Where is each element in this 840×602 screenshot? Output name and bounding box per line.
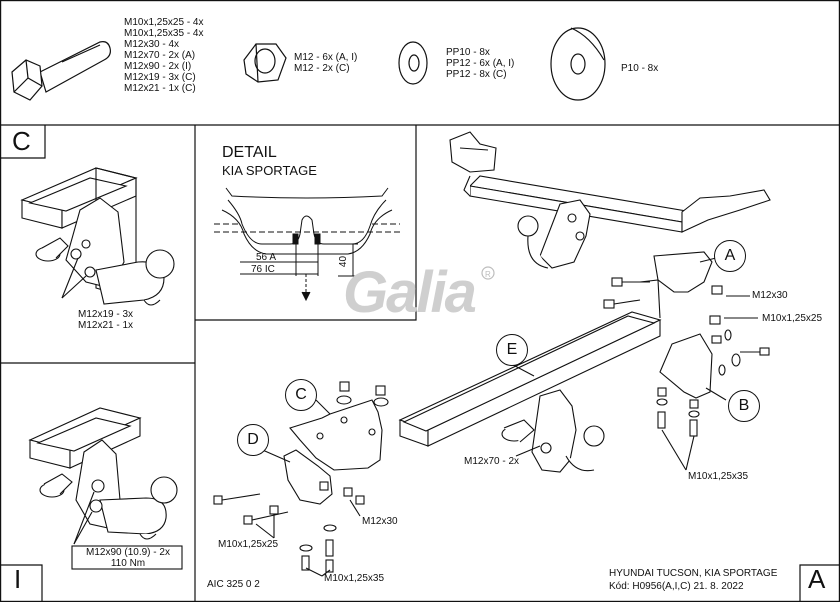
nut-spec: M12 - 2x (C) xyxy=(294,63,350,74)
bolt-spec: M12x70 - 2x (A) xyxy=(124,50,196,61)
panel-i-drawing xyxy=(28,407,183,570)
label-m12x30-top: M12x30 xyxy=(752,290,788,301)
galia-logo: Galia xyxy=(343,260,477,325)
torque-value: 110 Nm xyxy=(110,558,146,569)
panel-i-letter: I xyxy=(14,564,22,594)
callout-b: B xyxy=(728,390,760,422)
panel-c-letter: C xyxy=(12,126,31,156)
kod-line: Kód: H0956(A,I,C) 21. 8. 2022 xyxy=(609,581,744,592)
bolt-drawing xyxy=(11,41,111,101)
i-tab xyxy=(0,564,43,602)
detail-drawing xyxy=(214,187,400,302)
panel-c-drawing xyxy=(20,167,175,306)
dimension-56a: 56 A xyxy=(256,252,277,263)
washer-spec: PP12 - 6x (A, I) xyxy=(446,58,515,69)
torque-box xyxy=(71,545,183,570)
bolt-spec: M10x1,25x35 - 4x xyxy=(124,28,204,39)
vehicle-name: HYUNDAI TUCSON, KIA SPORTAGE xyxy=(609,568,778,579)
corner-letter: A xyxy=(808,564,826,594)
bolt-spec: M12x19 - 3x xyxy=(78,309,134,320)
plate-washer-drawing xyxy=(550,27,606,101)
bolt-spec: M12x30 - 4x xyxy=(124,39,180,50)
c-tab xyxy=(0,125,46,159)
washer-spec: PP10 - 8x xyxy=(446,47,490,58)
label-m10x35-right: M10x1,25x35 xyxy=(688,471,749,482)
galia-watermark xyxy=(481,266,495,280)
bolt-spec: M12x19 - 3x (C) xyxy=(124,72,196,83)
callout-e: E xyxy=(496,334,528,366)
label-m12x30-bottom: M12x30 xyxy=(362,516,398,527)
main-hitch-drawing xyxy=(213,251,770,577)
vehicle-hitch-drawing xyxy=(449,131,771,269)
nut-list: M12 - 6x (A, I) M12 - 2x (C) xyxy=(294,52,357,74)
washer-spec: PP12 - 8x (C) xyxy=(446,69,507,80)
bolt-spec: M12x21 - 1x xyxy=(78,320,134,331)
bolt-spec: M12x21 - 1x (C) xyxy=(124,83,196,94)
callout-a: A xyxy=(714,240,746,272)
bolt-list: M10x1,25x25 - 4x M10x1,25x35 - 4x M12x30… xyxy=(124,17,204,94)
nut-spec: M12 - 6x (A, I) xyxy=(294,52,358,63)
detail-box xyxy=(195,125,417,321)
callout-d: D xyxy=(237,424,269,456)
bolt-spec: M12x90 - 2x (I) xyxy=(124,61,192,72)
washer-drawing xyxy=(398,41,428,85)
plate-washer-spec: P10 - 8x xyxy=(621,63,659,74)
panel-i-spec: M12x90 (10.9) - 2x 110 Nm xyxy=(78,547,178,569)
detail-subtitle: KIA SPORTAGE xyxy=(222,163,317,178)
detail-title: DETAIL xyxy=(222,144,277,161)
callout-c: C xyxy=(285,379,317,411)
label-m12x70: M12x70 - 2x xyxy=(464,456,520,467)
a-tab xyxy=(799,564,840,602)
dimension-76ic: 76 IC xyxy=(251,264,275,275)
label-m10x25-bottom: M10x1,25x25 xyxy=(218,539,279,550)
label-m10x25-top: M10x1,25x25 xyxy=(762,313,823,324)
nut-drawing xyxy=(243,43,287,83)
drawing-code: AIC 325 0 2 xyxy=(207,579,260,590)
panel-c-bolts: M12x19 - 3x M12x21 - 1x xyxy=(78,309,133,331)
bolt-spec: M12x90 (10.9) - 2x xyxy=(86,547,170,558)
washer-list: PP10 - 8x PP12 - 6x (A, I) PP12 - 8x (C) xyxy=(446,47,514,80)
label-m10x35-bottom: M10x1,25x35 xyxy=(324,573,385,584)
bolt-spec: M10x1,25x25 - 4x xyxy=(124,17,204,28)
registered-mark-icon: R xyxy=(485,270,491,279)
